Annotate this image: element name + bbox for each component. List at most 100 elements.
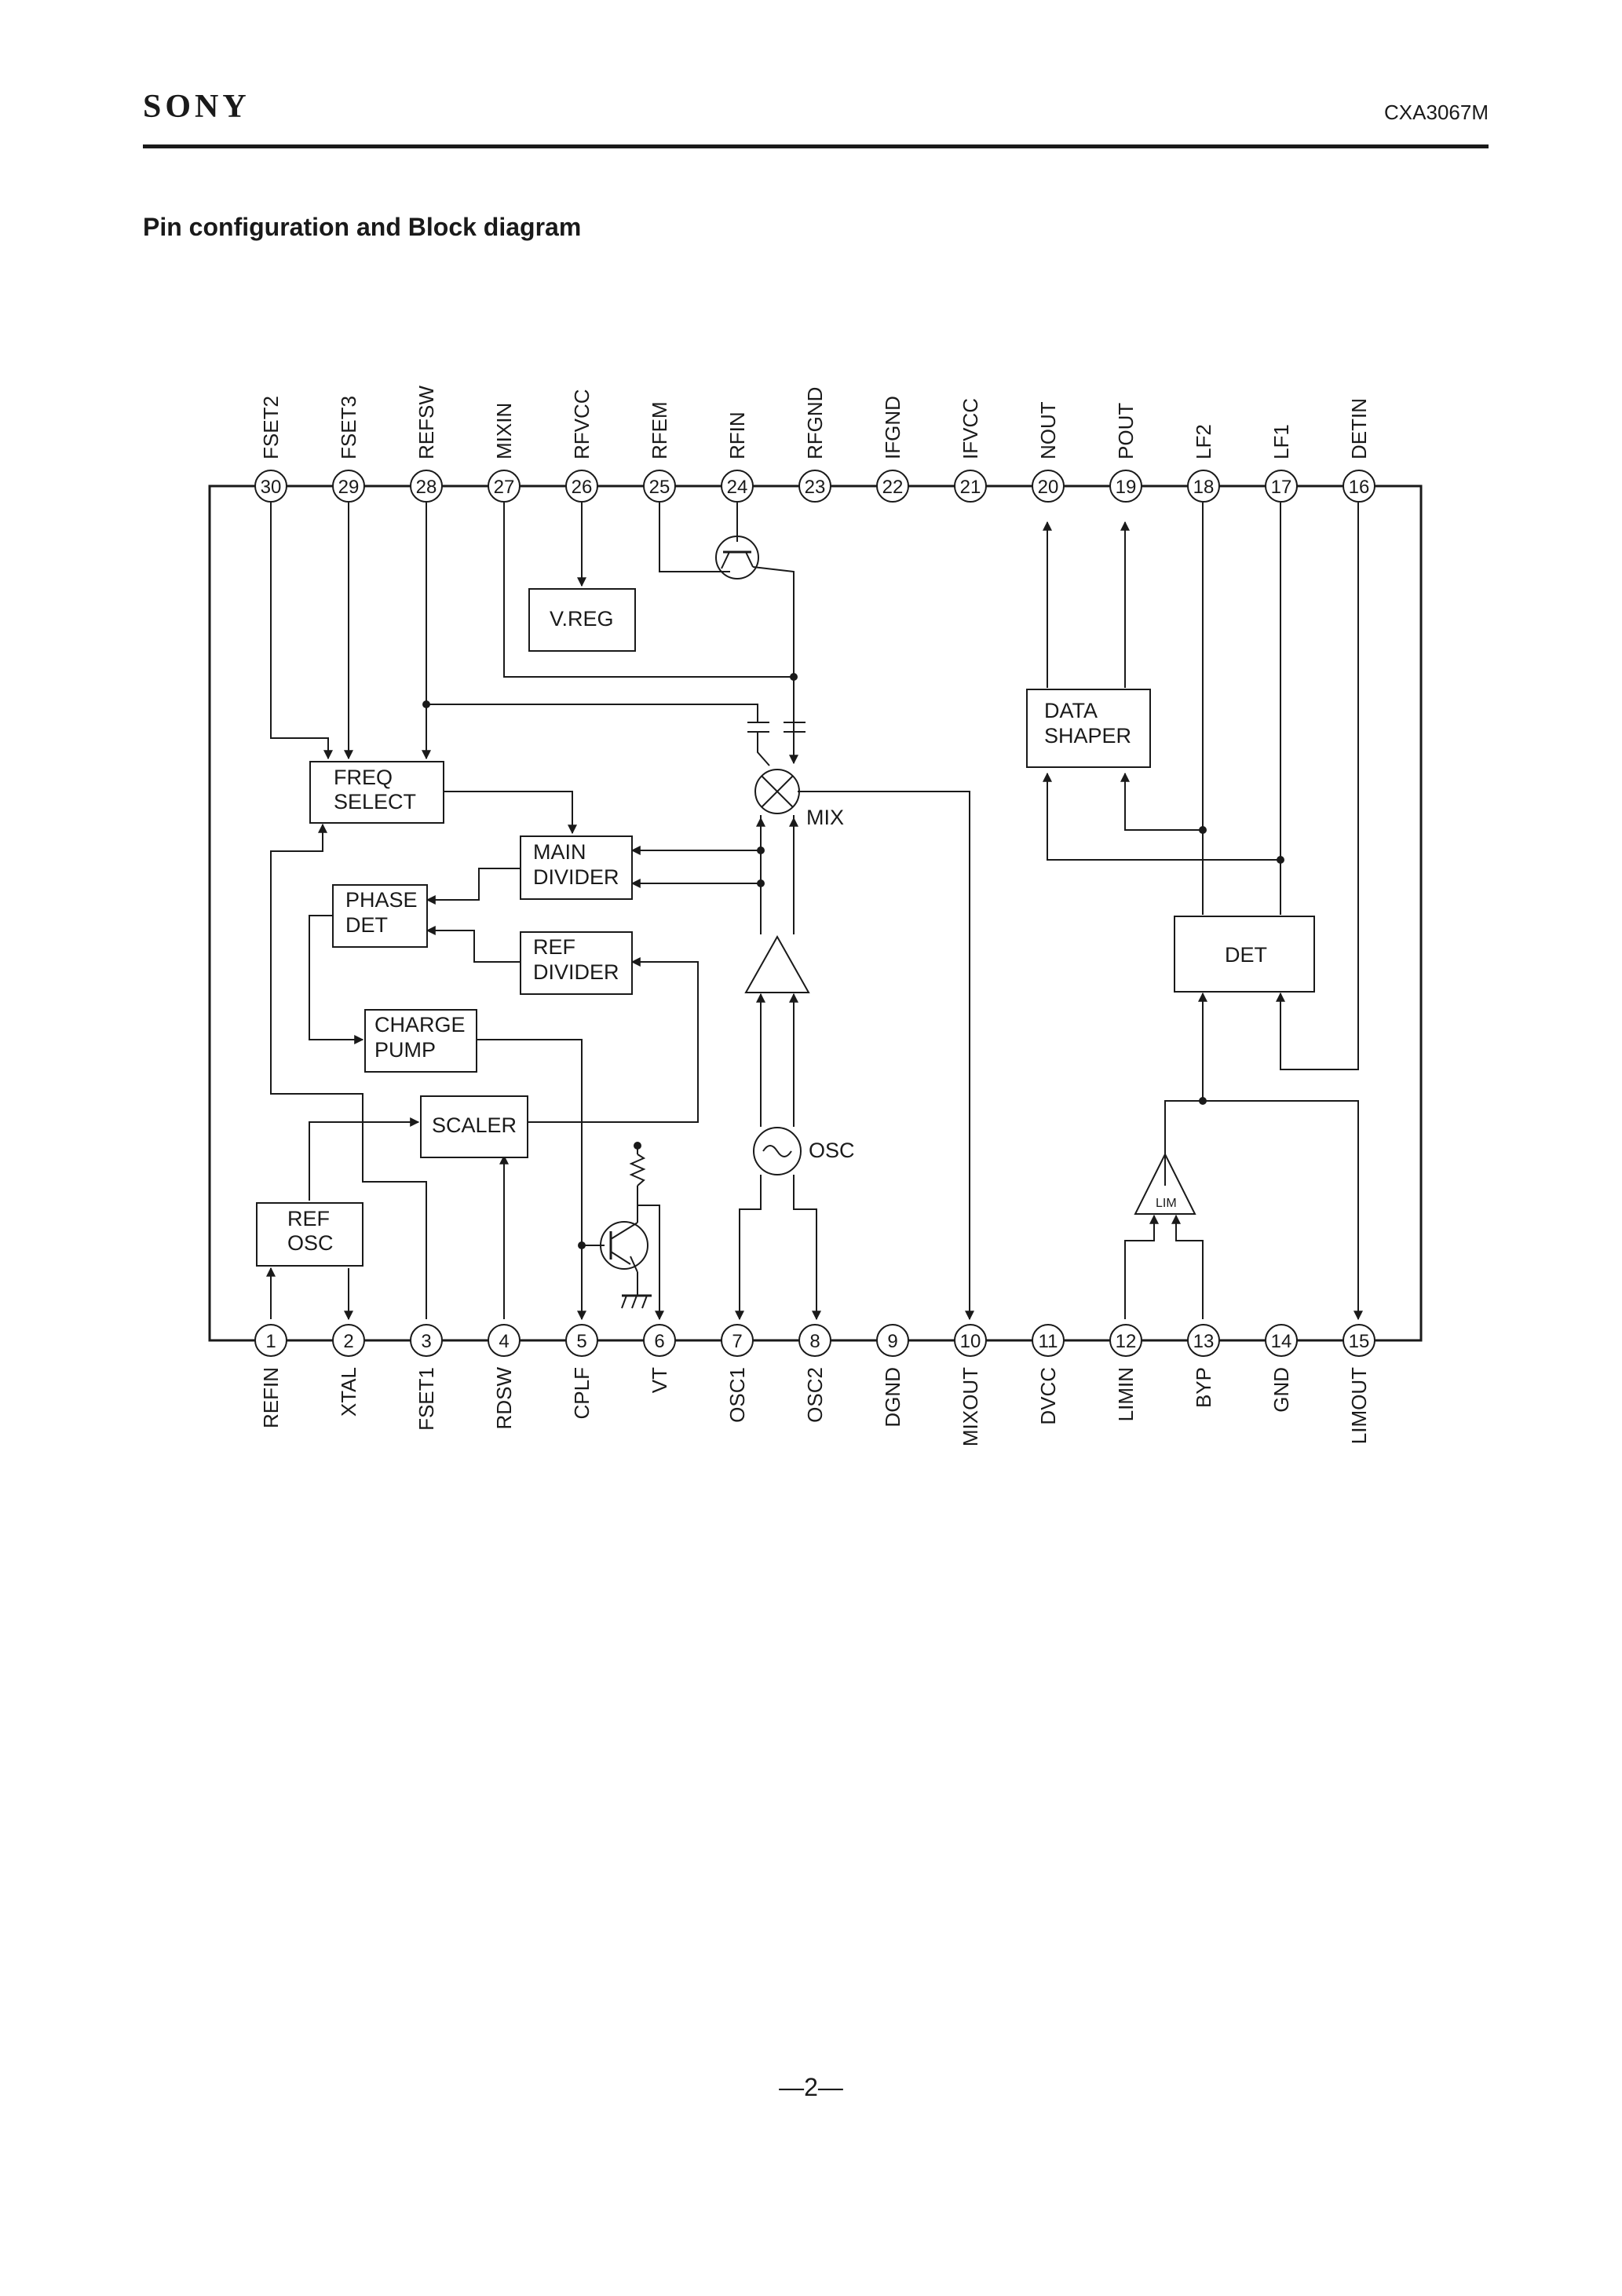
pin-19-circle — [1109, 470, 1142, 503]
pin-23-number: 23 — [805, 477, 826, 498]
pin-1-circle — [254, 1324, 287, 1357]
pin-6-number: 6 — [654, 1331, 664, 1352]
pin-9-circle — [876, 1324, 909, 1357]
junction-dot — [1199, 826, 1207, 834]
pin-21-number: 21 — [960, 477, 981, 498]
rf-transistor-collector — [745, 551, 754, 568]
pin-4-name: RDSW — [492, 1367, 516, 1430]
junction-dot — [634, 1142, 641, 1150]
pin-17-name: LF1 — [1269, 424, 1293, 459]
vt-transistor-emitter — [610, 1251, 631, 1265]
pin-27-number: 27 — [494, 477, 515, 498]
pin-12-circle — [1109, 1324, 1142, 1357]
ground-hatch-1 — [621, 1295, 627, 1309]
pin-20-circle — [1032, 470, 1065, 503]
wire-rfem — [659, 503, 730, 572]
wire-byp — [1171, 1214, 1204, 1319]
pin-27-name: MIXIN — [492, 403, 516, 459]
wire-vt-collector — [637, 1205, 664, 1321]
det-block — [1174, 916, 1315, 993]
ground-hatch-3 — [641, 1295, 648, 1309]
mixer-icon — [754, 769, 800, 814]
pin-22-number: 22 — [882, 477, 904, 498]
pin-25-number: 25 — [649, 477, 670, 498]
wire-refsw-cap — [426, 704, 758, 722]
pin-27-circle — [488, 470, 521, 503]
pin-20-number: 20 — [1038, 477, 1059, 498]
pin-16-name: DETIN — [1347, 398, 1371, 459]
pin-5-name: CPLF — [570, 1367, 594, 1419]
pin-24-number: 24 — [727, 477, 748, 498]
pin-22-name: IFGND — [881, 396, 904, 459]
junction-dot — [422, 700, 430, 708]
data-shaper-label: DATA — [1044, 699, 1098, 722]
wire-charge-cplf — [477, 1039, 586, 1321]
charge-pump-block — [364, 1009, 477, 1073]
page-number: —2— — [779, 2073, 843, 2101]
ref-divider-block — [520, 931, 633, 995]
wire-cap-left-down — [757, 732, 770, 766]
main-divider-label-2: DIVIDER — [533, 865, 619, 889]
wire-mixin — [503, 503, 794, 678]
pin-25-name: RFEM — [648, 401, 671, 459]
pin-26-number: 26 — [572, 477, 593, 498]
pin-30-circle — [254, 470, 287, 503]
pin-15-number: 15 — [1349, 1331, 1370, 1352]
pin-17-number: 17 — [1271, 477, 1292, 498]
phase-det-block — [332, 884, 428, 948]
junction-dot — [757, 846, 765, 854]
pin-22-circle — [876, 470, 909, 503]
pin-16-number: 16 — [1349, 477, 1370, 498]
amplifier-icon — [744, 934, 810, 993]
pin-18-name: LF2 — [1192, 424, 1215, 459]
wire-det-shaper-b — [1120, 772, 1203, 831]
pin-12-name: LIMIN — [1114, 1367, 1138, 1421]
pin-1-name: REFIN — [259, 1367, 283, 1428]
pin-2-name: XTAL — [337, 1367, 360, 1417]
wire-det-shaper-a — [1043, 772, 1280, 861]
junction-dot — [1277, 856, 1284, 864]
junction-dot — [1199, 1097, 1207, 1105]
wire-ref-divider-phase — [426, 926, 521, 963]
pin-14-circle — [1265, 1324, 1298, 1357]
pin-13-number: 13 — [1193, 1331, 1215, 1352]
vt-transistor-icon — [600, 1221, 648, 1270]
pin-19-name: POUT — [1114, 403, 1138, 459]
wire-limin — [1124, 1214, 1159, 1319]
pin-7-name: OSC1 — [725, 1367, 749, 1423]
pin-23-name: RFGND — [803, 387, 827, 459]
mix-label: MIX — [806, 806, 844, 829]
wire-osc1 — [735, 1175, 762, 1321]
det-label: DET — [1225, 943, 1267, 967]
pin-15-circle — [1343, 1324, 1375, 1357]
pin-9-number: 9 — [887, 1331, 897, 1352]
wire-scaler-ref-divider — [528, 957, 699, 1123]
main-divider-block — [520, 835, 633, 900]
pin-30-name: FSET2 — [259, 396, 283, 459]
pin-29-name: FSET3 — [337, 396, 360, 459]
charge-pump-label-2: PUMP — [374, 1038, 436, 1062]
pin-13-name: BYP — [1192, 1367, 1215, 1408]
pin-3-number: 3 — [421, 1331, 431, 1352]
phase-det-label: PHASE — [345, 888, 418, 912]
pin-7-circle — [721, 1324, 754, 1357]
main-divider-label: MAIN — [533, 840, 586, 864]
pin-17-circle — [1265, 470, 1298, 503]
wire-refosc-scaler — [309, 1117, 420, 1201]
vreg-block — [528, 588, 636, 652]
phase-det-label-2: DET — [345, 913, 388, 937]
pin-24-name: RFIN — [725, 411, 749, 459]
pin-14-name: GND — [1269, 1367, 1293, 1413]
part-number: CXA3067M — [1384, 101, 1489, 124]
pin-4-number: 4 — [499, 1331, 509, 1352]
pin-26-name: RFVCC — [570, 389, 594, 459]
oscillator-wave — [762, 1145, 792, 1157]
pin-4-circle — [488, 1324, 521, 1357]
wire-phase-charge — [309, 915, 364, 1044]
pin-11-number: 11 — [1039, 1331, 1058, 1352]
pin-28-circle — [410, 470, 443, 503]
pin-1-number: 1 — [265, 1331, 276, 1352]
ref-divider-label: REF — [533, 935, 575, 959]
wire-detin — [1276, 503, 1359, 1070]
pin-24-circle — [721, 470, 754, 503]
